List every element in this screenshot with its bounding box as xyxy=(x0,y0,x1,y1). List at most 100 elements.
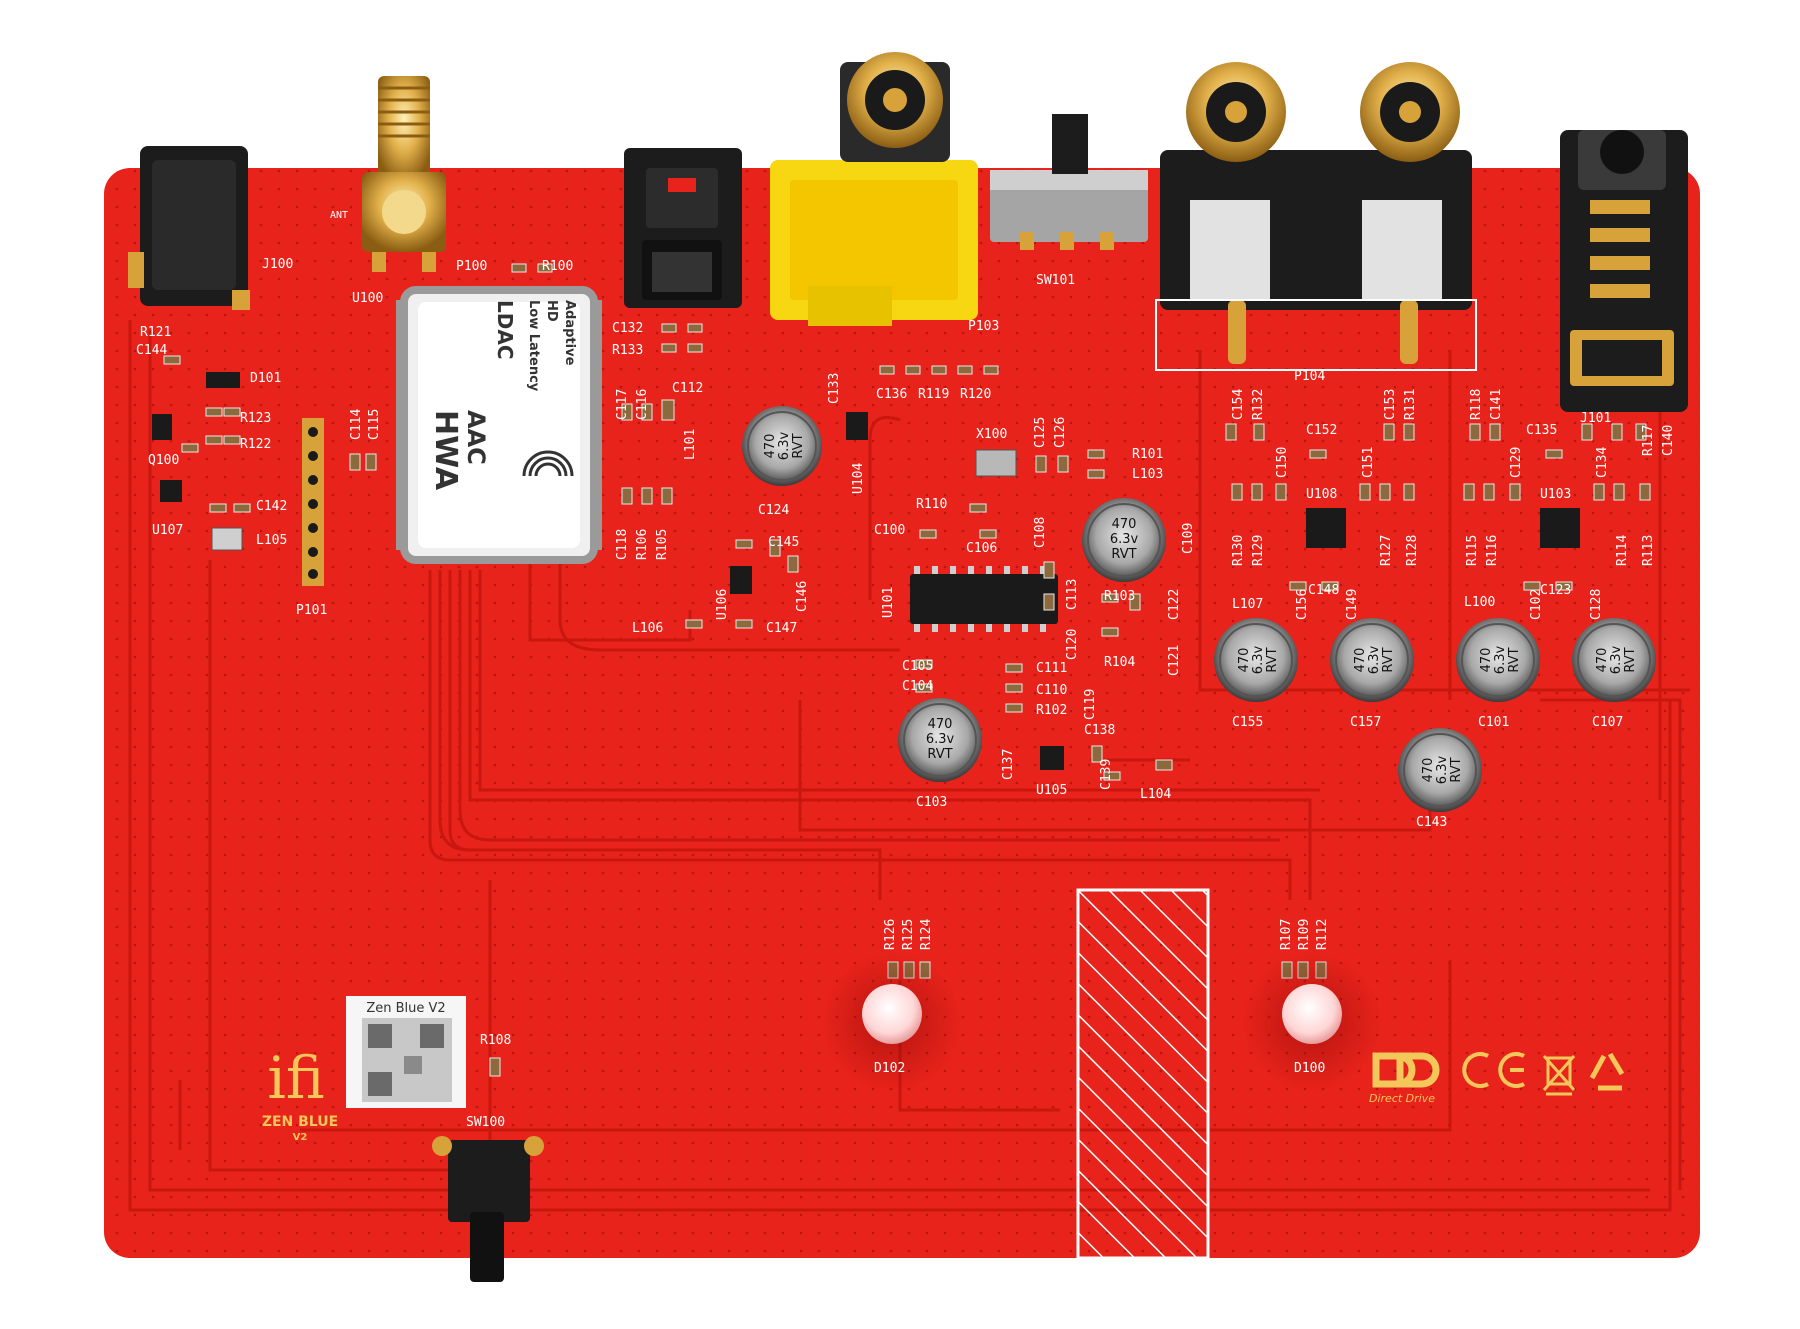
module-hwa: HWA xyxy=(428,410,463,491)
label-sw101: SW101 xyxy=(1036,273,1075,288)
label-j101: J101 xyxy=(1580,411,1611,426)
label-c116: C116 xyxy=(635,389,650,420)
label-c104: C104 xyxy=(902,679,933,694)
label-c154: C154 xyxy=(1231,389,1246,420)
cap-c157-series: RVT xyxy=(1381,647,1396,672)
label-c107: C107 xyxy=(1592,715,1623,730)
label-l106: L106 xyxy=(632,621,663,636)
label-l103: L103 xyxy=(1132,467,1163,482)
label-l104: L104 xyxy=(1140,787,1171,802)
label-u108: U108 xyxy=(1306,487,1337,502)
ic-q100 xyxy=(152,414,172,440)
cap-c103-value: 470 xyxy=(928,717,953,732)
label-c149: C149 xyxy=(1345,589,1360,620)
label-r104: R104 xyxy=(1104,655,1135,670)
label-l101: L101 xyxy=(683,429,698,460)
dual-rca-output-connector xyxy=(1155,62,1477,371)
cap-c143-voltage: 6.3v xyxy=(1435,756,1450,785)
ifi-logo: ifi xyxy=(267,1044,324,1112)
weee-bin-icon xyxy=(1542,1055,1576,1096)
qr-label: Zen Blue V2 xyxy=(346,996,466,1108)
label-c102: C102 xyxy=(1529,589,1544,620)
sony-wave-icon xyxy=(522,450,574,477)
label-r105: R105 xyxy=(655,529,670,560)
module-aac: AAC xyxy=(462,410,490,465)
balanced-headphone-jack xyxy=(1560,130,1688,412)
label-c110: C110 xyxy=(1036,683,1067,698)
capacitor-c101 xyxy=(1456,618,1540,702)
label-u101: U101 xyxy=(881,587,896,618)
label-r110: R110 xyxy=(916,497,947,512)
cap-c107-value: 470 xyxy=(1595,648,1610,673)
label-r108: R108 xyxy=(480,1033,511,1048)
label-c118: C118 xyxy=(615,529,630,560)
label-u107: U107 xyxy=(152,523,183,538)
label-r128: R128 xyxy=(1405,535,1420,566)
label-c129: C129 xyxy=(1509,447,1524,478)
label-c101: C101 xyxy=(1478,715,1509,730)
label-r131: R131 xyxy=(1403,389,1418,420)
label-p101: P101 xyxy=(296,603,327,618)
label-p100: P100 xyxy=(456,259,487,274)
cap-c155-value: 470 xyxy=(1237,648,1252,673)
label-c128: C128 xyxy=(1589,589,1604,620)
cap-c124-voltage: 6.3v xyxy=(777,432,792,461)
capacitor-c143 xyxy=(1398,728,1482,812)
ic-u108 xyxy=(1306,508,1346,548)
cap-c143-value: 470 xyxy=(1421,758,1436,783)
label-c150: C150 xyxy=(1275,447,1290,478)
direct-drive-logo: Direct Drive xyxy=(1369,1052,1440,1105)
label-u100: U100 xyxy=(352,291,383,306)
label-c124: C124 xyxy=(758,503,789,518)
cap-c101-series: RVT xyxy=(1507,647,1522,672)
label-r124: R124 xyxy=(919,919,934,950)
ic-u101 xyxy=(910,574,1058,624)
coaxial-rca-connector xyxy=(770,52,978,326)
label-u106: U106 xyxy=(715,589,730,620)
cap-c107-voltage: 6.3v xyxy=(1609,646,1624,675)
header-p101-holes xyxy=(308,427,318,579)
label-c122: C122 xyxy=(1167,589,1182,620)
push-button-sw100[interactable] xyxy=(432,1136,544,1282)
capacitor-c157 xyxy=(1330,618,1414,702)
label-u105: U105 xyxy=(1036,783,1067,798)
cap-c107-series: RVT xyxy=(1623,647,1638,672)
module-hd: HD xyxy=(544,300,559,322)
label-p104: P104 xyxy=(1294,369,1325,384)
label-r127: R127 xyxy=(1379,535,1394,566)
cap-c155-voltage: 6.3v xyxy=(1251,646,1266,675)
cap-c157-voltage: 6.3v xyxy=(1367,646,1382,675)
product-version: V2 xyxy=(293,1132,308,1143)
label-c146: C146 xyxy=(795,581,810,612)
label-r123: R123 xyxy=(240,411,271,426)
pcb-dot-texture xyxy=(104,168,1700,1258)
label-c108: C108 xyxy=(1033,517,1048,548)
ic-u101-pins xyxy=(914,566,1046,632)
cap-c101-voltage: 6.3v xyxy=(1493,646,1508,675)
label-c120: C120 xyxy=(1065,629,1080,660)
module-adaptive: Adaptive xyxy=(562,300,577,366)
dc-jack-j100 xyxy=(128,146,250,310)
crystal-x100 xyxy=(975,449,1017,477)
label-c134: C134 xyxy=(1595,447,1610,478)
electrolytic-capacitors xyxy=(742,406,1656,812)
ic-u104 xyxy=(846,412,868,440)
label-c151: C151 xyxy=(1361,447,1376,478)
qr-label-text: Zen Blue V2 xyxy=(366,1001,445,1016)
label-c113: C113 xyxy=(1065,579,1080,610)
label-r129: R129 xyxy=(1251,535,1266,566)
label-c121: C121 xyxy=(1167,645,1182,676)
label-c147: C147 xyxy=(766,621,797,636)
label-r120: R120 xyxy=(960,387,991,402)
label-c100: C100 xyxy=(874,523,905,538)
ic-u107 xyxy=(160,480,182,502)
label-c143: C143 xyxy=(1416,815,1447,830)
slide-switch-sw101[interactable] xyxy=(990,114,1148,250)
antenna-keepout-area xyxy=(1076,888,1210,1260)
label-c139: C139 xyxy=(1099,759,1114,790)
label-c111: C111 xyxy=(1036,661,1067,676)
led-d100 xyxy=(1242,952,1382,1092)
module-ldac: LDAC xyxy=(493,300,517,360)
label-c103: C103 xyxy=(916,795,947,810)
